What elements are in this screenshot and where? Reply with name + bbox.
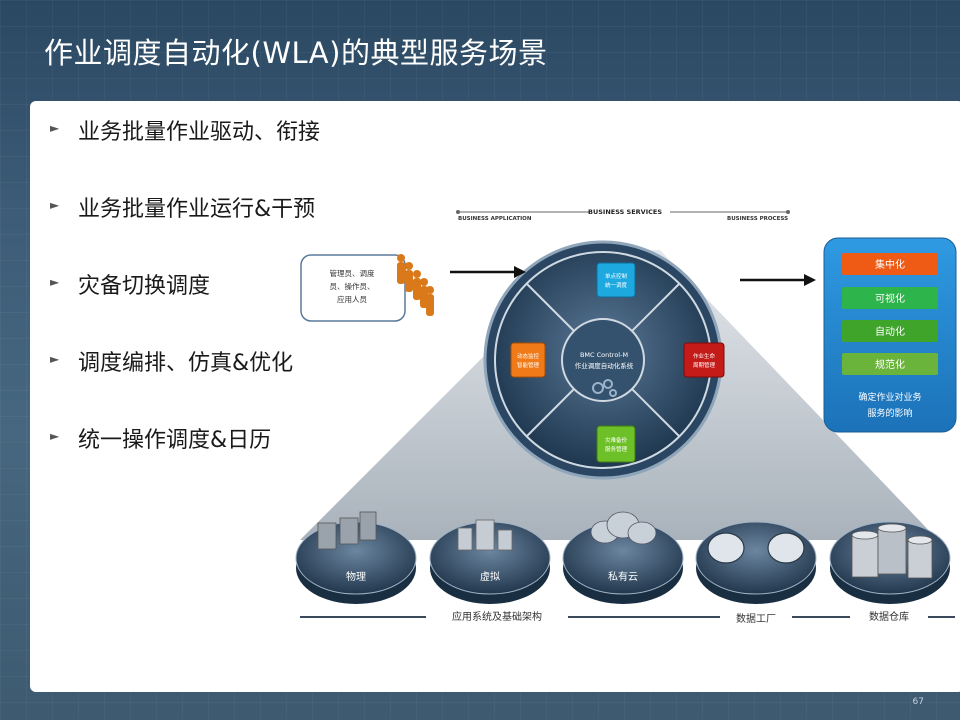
platform-disk-physical: 物理	[295, 511, 417, 604]
platform-label-virtual: 虚拟	[480, 570, 500, 583]
platform-label-private-cloud: 私有云	[608, 570, 638, 583]
cloud-icon	[707, 532, 805, 564]
outcomes-panel: 集中化 可视化 自动化 规范化 确定作业对业务 服务的影响	[823, 237, 957, 433]
bullet-item: ► 统一操作调度&日历	[50, 422, 320, 499]
bullet-item: ► 业务批量作业驱动、衔接	[50, 114, 320, 191]
cloud-icon	[590, 511, 657, 545]
bullet-triangle-icon: ►	[50, 275, 60, 289]
header-business-process: BUSINESS PROCESS	[727, 216, 788, 222]
outcome-item-1: 集中化	[875, 258, 905, 271]
platform-disk-private-cloud: 私有云	[562, 511, 684, 604]
wheel-left-line-1: 动态监控	[517, 352, 540, 360]
platform-disk-data-factory	[695, 521, 817, 604]
bullet-triangle-icon: ►	[50, 121, 60, 135]
bullet-text: 业务批量作业驱动、衔接	[78, 120, 321, 145]
platform-disk-data-warehouse	[829, 521, 951, 604]
diagram-header: BUSINESS APPLICATION BUSINESS SERVICES B…	[456, 208, 790, 222]
wheel-center-subtitle: 作业调度自动化系统	[575, 361, 634, 370]
person-icon	[397, 254, 434, 316]
database-icon	[851, 523, 933, 579]
header-business-services: BUSINESS SERVICES	[588, 208, 662, 216]
header-business-application: BUSINESS APPLICATION	[458, 216, 532, 222]
wheel-left-box: 动态监控 智能管理	[510, 342, 546, 378]
wheel-right-line-1: 作业生命	[693, 352, 716, 360]
wheel-bottom-line-2: 服务管理	[605, 445, 628, 453]
bullet-text: 灾备切换调度	[78, 274, 211, 299]
users-line-3: 应用人员	[337, 294, 367, 304]
wheel-bottom-line-1: 灾难备份	[605, 436, 628, 444]
gear-icon	[592, 379, 617, 397]
slide-title: 作业调度自动化(WLA)的典型服务场景	[44, 36, 548, 70]
arrow-right-icon	[450, 266, 526, 278]
bullet-item: ► 业务批量作业运行&干预	[50, 191, 320, 268]
users-line-1: 管理员、调度	[330, 268, 375, 278]
bullet-list: ► 业务批量作业驱动、衔接 ► 业务批量作业运行&干预 ► 灾备切换调度 ► 调度编排、…	[50, 114, 320, 499]
outcome-item-3: 自动化	[875, 325, 905, 338]
platform-label-physical: 物理	[346, 570, 366, 583]
outcome-caption-2: 服务的影响	[867, 407, 912, 419]
services-wheel: BMC Control-M 作业调度自动化系统 单点控制 统一调度 动态监控 智…	[483, 240, 725, 480]
wheel-top-box: 单点控制 统一调度	[596, 262, 636, 298]
page-number: 67	[912, 697, 924, 707]
outcome-caption-1: 确定作业对业务	[858, 391, 921, 403]
wheel-top-line-1: 单点控制	[605, 272, 628, 280]
server-icon	[457, 519, 513, 551]
wheel-bottom-box: 灾难备份 服务管理	[596, 425, 636, 463]
wheel-left-line-2: 智能管理	[517, 361, 540, 369]
bullet-triangle-icon: ►	[50, 429, 60, 443]
wheel-center-title: BMC Control-M	[580, 351, 628, 359]
server-icon	[317, 511, 377, 550]
bullet-text: 业务批量作业运行&干预	[78, 197, 316, 222]
outcome-item-2: 可视化	[875, 292, 905, 305]
wheel-right-box: 作业生命 周期管理	[683, 342, 725, 378]
bullet-text: 统一操作调度&日历	[78, 428, 272, 453]
diagram-footer: 应用系统及基础架构 数据工厂 数据仓库	[300, 610, 955, 625]
bullet-item: ► 灾备切换调度	[50, 268, 320, 345]
users-line-2: 员、操作员、	[330, 281, 375, 291]
bullet-text: 调度编排、仿真&优化	[78, 351, 294, 376]
bullet-item: ► 调度编排、仿真&优化	[50, 345, 320, 422]
footer-infrastructure: 应用系统及基础架构	[452, 610, 542, 623]
footer-data-warehouse: 数据仓库	[869, 610, 909, 623]
bullet-triangle-icon: ►	[50, 198, 60, 212]
wheel-right-line-2: 周期管理	[693, 361, 716, 369]
wheel-top-line-2: 统一调度	[605, 281, 628, 289]
arrow-right-icon	[740, 274, 816, 286]
outcome-item-4: 规范化	[875, 358, 905, 371]
platform-disk-virtual: 虚拟	[429, 519, 551, 604]
footer-data-factory: 数据工厂	[736, 612, 776, 625]
bullet-triangle-icon: ►	[50, 352, 60, 366]
users-box: 管理员、调度 员、操作员、 应用人员	[300, 254, 406, 322]
